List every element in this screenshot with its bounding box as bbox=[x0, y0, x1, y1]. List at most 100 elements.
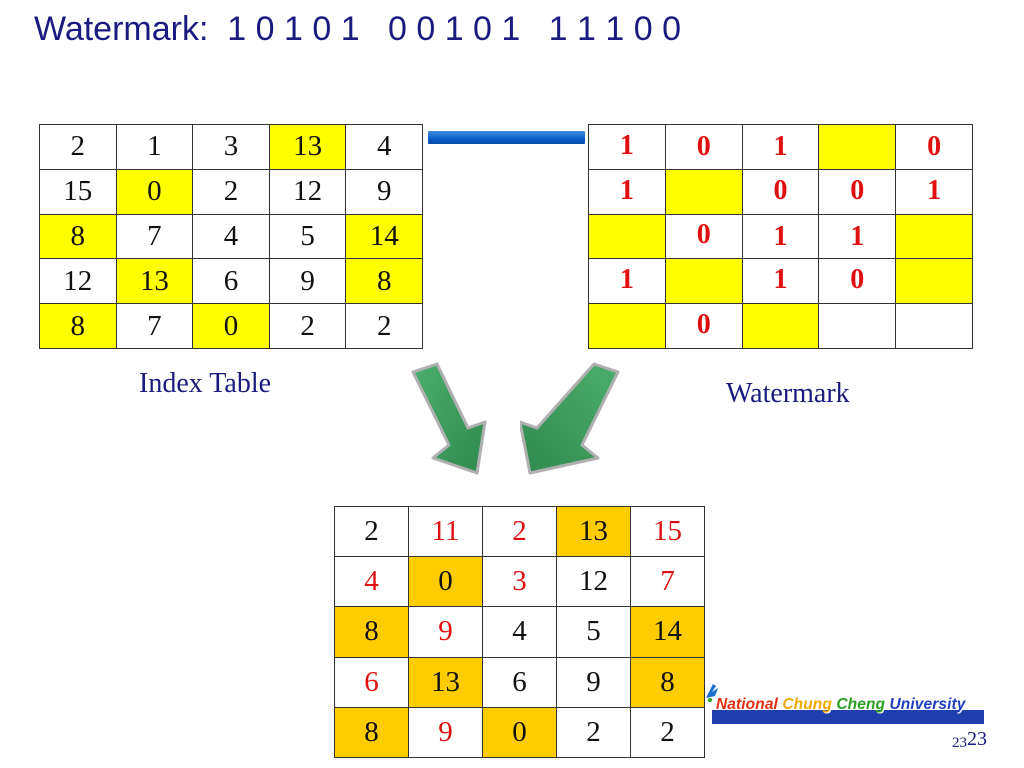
table-cell: 14 bbox=[630, 606, 705, 658]
table-row: 0 bbox=[588, 303, 973, 349]
page-number-big: 23 bbox=[967, 728, 987, 750]
table-cell: 12 bbox=[268, 168, 347, 215]
table-cell: 1 bbox=[115, 124, 194, 170]
table-cell: 2 bbox=[482, 505, 557, 558]
blue-bar-connector bbox=[428, 131, 585, 144]
university-logo-icon bbox=[706, 684, 718, 702]
table-cell: 4 bbox=[334, 556, 409, 608]
page-number-small: 23 bbox=[952, 735, 967, 751]
table-cell: 14 bbox=[345, 213, 423, 260]
table-cell: 12 bbox=[556, 556, 631, 608]
table-cell: 13 bbox=[556, 505, 631, 558]
table-cell bbox=[588, 213, 666, 260]
green-down-arrow-icon-left bbox=[411, 362, 487, 475]
table-cell: 4 bbox=[482, 606, 557, 658]
table-cell: 9 bbox=[268, 258, 347, 305]
green-down-arrow-icon-right bbox=[520, 362, 620, 475]
table-cell: 9 bbox=[345, 168, 423, 215]
table-cell: 3 bbox=[482, 556, 557, 608]
table-cell: 9 bbox=[556, 656, 631, 708]
watermark-table-caption: Watermark bbox=[726, 378, 850, 409]
table-cell: 7 bbox=[115, 303, 194, 349]
table-cell bbox=[664, 168, 743, 215]
table-cell bbox=[895, 303, 973, 349]
table-cell: 1 bbox=[895, 168, 973, 215]
table-cell: 1 bbox=[588, 258, 666, 305]
table-cell: 6 bbox=[482, 656, 557, 708]
table-cell: 1 bbox=[741, 258, 820, 305]
table-cell: 0 bbox=[818, 168, 897, 215]
table-cell: 8 bbox=[39, 303, 117, 349]
table-cell: 7 bbox=[115, 213, 194, 260]
table-cell: 0 bbox=[482, 706, 557, 758]
table-cell: 0 bbox=[664, 124, 743, 170]
table-cell: 13 bbox=[268, 124, 347, 170]
table-cell: 8 bbox=[39, 213, 117, 260]
table-cell: 13 bbox=[408, 656, 483, 708]
table-cell bbox=[818, 303, 897, 349]
table-cell: 2 bbox=[556, 706, 631, 758]
table-cell: 2 bbox=[334, 505, 409, 558]
table-cell: 12 bbox=[39, 258, 117, 305]
table-cell: 7 bbox=[630, 556, 705, 608]
table-cell: 1 bbox=[588, 168, 666, 215]
table-cell: 2 bbox=[192, 168, 270, 215]
table-cell bbox=[818, 124, 897, 170]
table-cell: 1 bbox=[588, 124, 666, 170]
table-cell: 0 bbox=[408, 556, 483, 608]
table-cell: 5 bbox=[556, 606, 631, 658]
table-cell: 0 bbox=[192, 303, 270, 349]
table-cell: 8 bbox=[334, 606, 409, 658]
slide-title: Watermark: 1 0 1 0 1 0 0 1 0 1 1 1 1 0 0 bbox=[34, 10, 681, 48]
table-cell: 3 bbox=[192, 124, 270, 170]
table-cell: 1 bbox=[741, 124, 820, 170]
table-cell bbox=[895, 258, 973, 305]
page-number: 2323 bbox=[952, 728, 987, 753]
table-cell: 0 bbox=[818, 258, 897, 305]
table-cell: 9 bbox=[408, 706, 483, 758]
table-cell: 0 bbox=[895, 124, 973, 170]
table-cell: 2 bbox=[268, 303, 347, 349]
index-table-caption: Index Table bbox=[139, 368, 272, 399]
table-cell: 6 bbox=[192, 258, 270, 305]
table-cell: 2 bbox=[39, 124, 117, 170]
table-cell bbox=[741, 303, 820, 349]
table-cell: 4 bbox=[345, 124, 423, 170]
table-cell: 2 bbox=[345, 303, 423, 349]
table-cell: 0 bbox=[741, 168, 820, 215]
table-cell: 1 bbox=[741, 213, 820, 260]
table-cell: 5 bbox=[268, 213, 347, 260]
table-cell: 4 bbox=[192, 213, 270, 260]
university-logo: National Chung Cheng University bbox=[704, 680, 986, 726]
table-cell: 0 bbox=[664, 303, 743, 349]
table-cell: 8 bbox=[630, 656, 705, 708]
table-cell bbox=[664, 258, 743, 305]
table-cell bbox=[895, 213, 973, 260]
table-cell: 15 bbox=[39, 168, 117, 215]
table-cell: 8 bbox=[345, 258, 423, 305]
table-cell: 0 bbox=[664, 213, 743, 260]
logo-word-3: Cheng bbox=[836, 696, 886, 713]
logo-word-1: National bbox=[716, 696, 778, 713]
table-cell: 2 bbox=[630, 706, 705, 758]
table-cell: 1 bbox=[818, 213, 897, 260]
university-name: National Chung Cheng University bbox=[716, 696, 965, 714]
table-cell bbox=[588, 303, 666, 349]
table-cell: 0 bbox=[115, 168, 194, 215]
table-cell: 15 bbox=[630, 505, 705, 558]
